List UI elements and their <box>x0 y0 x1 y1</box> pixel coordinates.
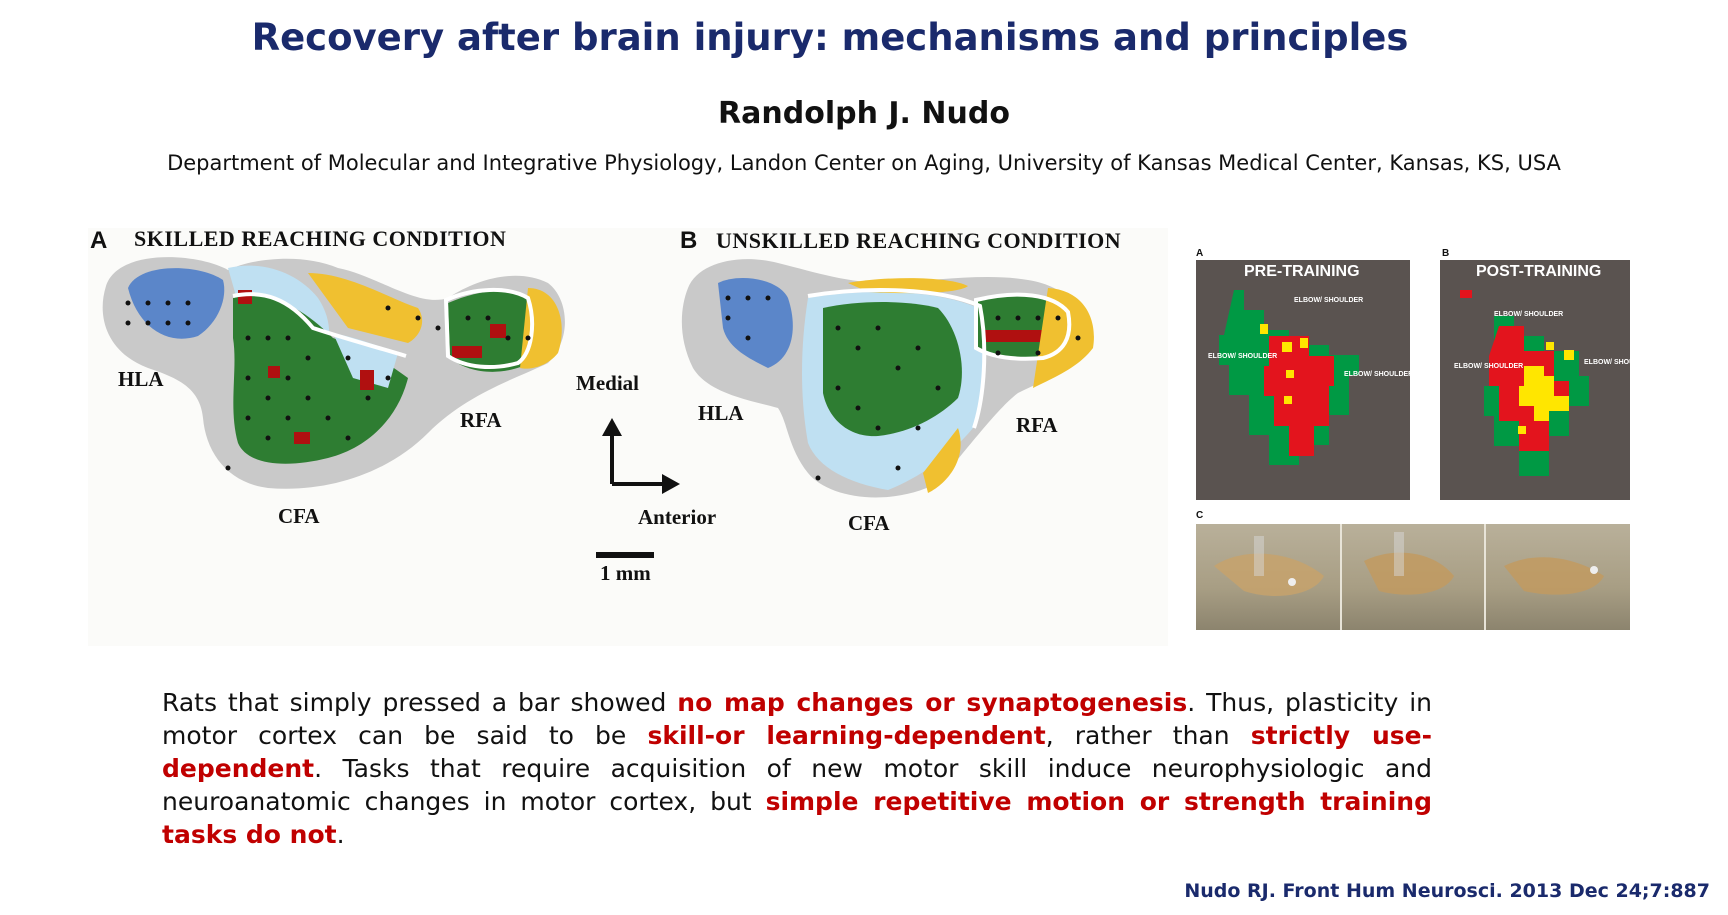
highlight-no-map-changes: no map changes or synaptogenesis <box>677 688 1188 717</box>
motor-map-svg: A SKILLED REACHING CONDITION <box>88 226 1168 646</box>
label-cfa-a: CFA <box>278 504 320 528</box>
panel-a-letter-right: A <box>1196 248 1203 259</box>
scale-bar <box>596 552 654 558</box>
pre-training-map <box>1219 290 1359 465</box>
label-hla-a: HLA <box>118 367 164 391</box>
scale-label: 1 mm <box>600 561 651 585</box>
post-label-1: ELBOW/ SHOULDER <box>1494 311 1563 318</box>
author-name: Randolph J. Nudo <box>718 96 1010 131</box>
panel-b-title: UNSKILLED REACHING CONDITION <box>716 228 1121 253</box>
pre-label-3: ELBOW/ SHOULDER <box>1344 371 1413 378</box>
skilled-map <box>102 257 565 489</box>
summary-text-4: . Tasks that require acquisition of new … <box>162 754 1432 816</box>
post-label-3: ELBOW/ SHOULDER <box>1584 359 1634 366</box>
reaching-photos <box>1196 524 1630 630</box>
label-hla-b: HLA <box>698 401 744 425</box>
label-cfa-b: CFA <box>848 511 890 535</box>
summary-paragraph: Rats that simply pressed a bar showed no… <box>162 686 1432 851</box>
highlight-use-dependent: strictly use-dependent <box>162 721 1432 783</box>
panel-b-letter: B <box>680 228 697 254</box>
highlight-skill-dependent: skill-or learning-dependent <box>647 721 1046 750</box>
pre-training-title: PRE-TRAINING <box>1244 263 1360 280</box>
post-training-title: POST-TRAINING <box>1476 263 1601 280</box>
training-map-svg: A B PRE-TRAINING ELBOW/ SHOULDER ELBOW/ … <box>1196 248 1653 630</box>
panel-a-title: SKILLED REACHING CONDITION <box>134 228 506 251</box>
panel-b-letter-right: B <box>1442 248 1449 259</box>
pre-label-2: ELBOW/ SHOULDER <box>1208 353 1277 360</box>
summary-text-3: , rather than <box>1045 721 1251 750</box>
panel-c-letter-right: C <box>1196 510 1203 521</box>
panel-a-letter: A <box>90 228 107 254</box>
highlight-simple-tasks: simple repetitive motion or strength tra… <box>162 787 1432 849</box>
pre-label-1: ELBOW/ SHOULDER <box>1294 297 1363 304</box>
citation: Nudo RJ. Front Hum Neurosci. 2013 Dec 24… <box>1184 880 1710 902</box>
training-map-figure: A B PRE-TRAINING ELBOW/ SHOULDER ELBOW/ … <box>1194 246 1653 632</box>
label-rfa-b: RFA <box>1016 413 1058 437</box>
affiliation: Department of Molecular and Integrative … <box>167 151 1561 175</box>
summary-text-2: . Thus, plasticity in motor cortex can b… <box>162 688 1432 750</box>
summary-text-1: Rats that simply pressed a bar showed <box>162 688 678 717</box>
orientation-arrows <box>602 418 680 494</box>
label-anterior: Anterior <box>638 505 716 529</box>
label-rfa-a: RFA <box>460 408 502 432</box>
summary-text-5: . <box>336 820 345 849</box>
post-training-map <box>1460 290 1589 476</box>
slide-title: Recovery after brain injury: mechanisms … <box>251 16 1409 59</box>
post-label-2: ELBOW/ SHOULDER <box>1454 363 1523 370</box>
label-medial: Medial <box>576 371 639 395</box>
motor-map-figure: A SKILLED REACHING CONDITION <box>88 226 1168 646</box>
unskilled-map <box>681 259 1094 498</box>
